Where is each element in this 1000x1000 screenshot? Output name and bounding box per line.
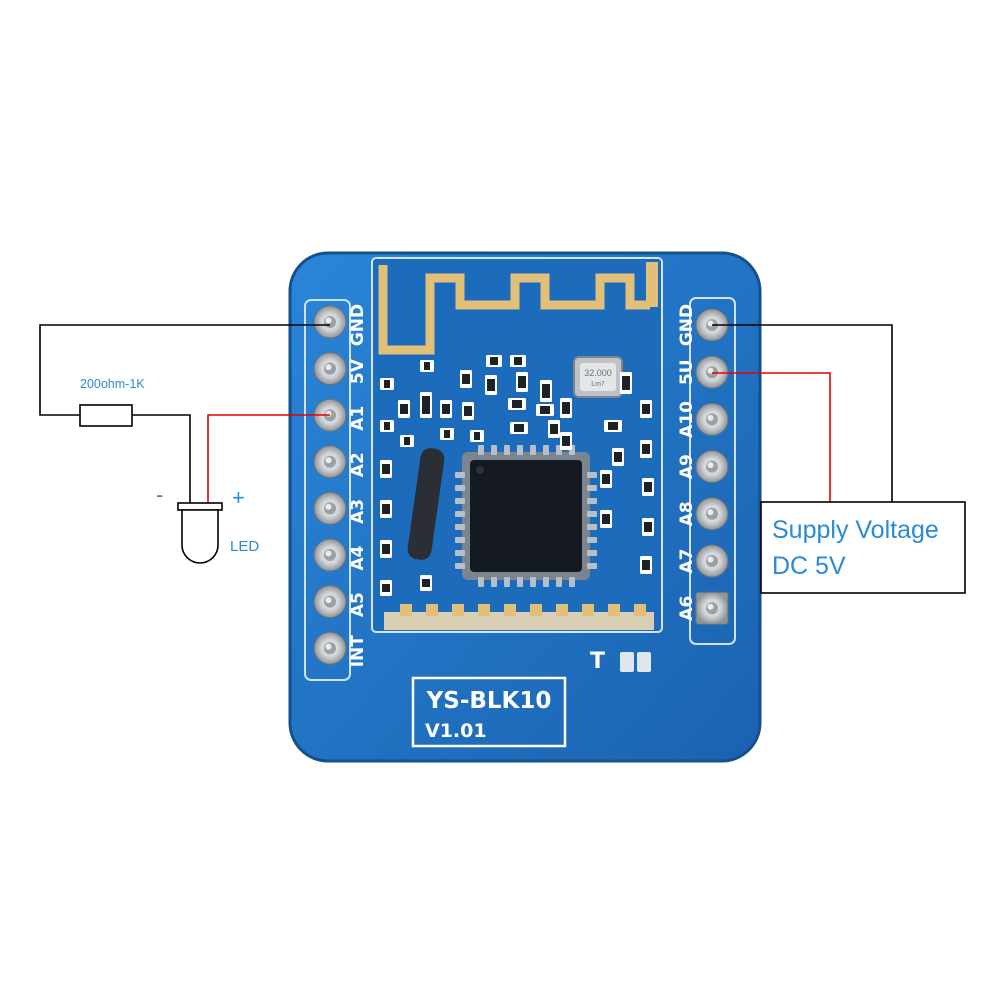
header-pad [695, 591, 729, 625]
pin-label: 5V [348, 358, 368, 384]
led-minus-label: - [156, 482, 163, 507]
resistor-to-led-wire [132, 414, 191, 503]
header-pad [313, 445, 347, 479]
header-pad [313, 538, 347, 572]
pin-label: A6 [677, 596, 697, 621]
header-pad [313, 631, 347, 665]
right-header-outline [689, 297, 736, 645]
resistor-symbol [79, 404, 133, 427]
module-bottom-strip [384, 612, 654, 630]
pcb-board: 32.000 Lm7 T YS-BLK10 V1.01 GND5VA1A2A3A… [288, 251, 762, 763]
pin-label: A9 [677, 454, 697, 479]
antenna-pad [646, 262, 658, 307]
main-chip [462, 452, 590, 580]
pin-label: A2 [348, 452, 368, 477]
pin-label: A3 [348, 499, 368, 524]
t-jumper-pad-right [637, 652, 651, 672]
header-pad [313, 305, 347, 339]
model-label-box [411, 676, 567, 748]
pin-label: GND [348, 304, 368, 346]
5v-supply-wire [712, 372, 831, 502]
supply-line2: DC 5V [772, 552, 846, 580]
supply-box [760, 501, 966, 594]
header-pad [695, 544, 729, 578]
left-header-outline [304, 299, 351, 681]
crystal-label: 32.000 [584, 368, 612, 378]
board-model-label: YS-BLK10 [426, 688, 552, 714]
header-pad [313, 585, 347, 619]
led-plus-label: + [232, 485, 245, 510]
pin-label: A4 [348, 545, 368, 570]
crystal-sublabel: Lm7 [591, 381, 605, 388]
pin-label: 5U [677, 359, 697, 385]
inductor-component [407, 448, 445, 560]
t-jumper-pad-left [620, 652, 634, 672]
header-pad [313, 352, 347, 386]
pin-label: A8 [677, 501, 697, 526]
header-pad [695, 497, 729, 531]
pin-label: A10 [677, 401, 697, 438]
crystal-component: 32.000 Lm7 [573, 356, 623, 398]
pin-label: A7 [677, 549, 697, 574]
left-pin-header [313, 305, 347, 665]
led-symbol [177, 502, 223, 564]
supply-line1: Supply Voltage [772, 516, 939, 544]
header-pad [695, 450, 729, 484]
header-pad [695, 402, 729, 436]
chip-pins [455, 445, 597, 587]
resistor-label: 200ohm-1K [80, 377, 145, 391]
led-label: LED [230, 538, 259, 555]
pin-label: GND [677, 304, 697, 346]
pin-label: A5 [348, 592, 368, 617]
gnd-wire-right [712, 324, 893, 502]
signal-wires [207, 372, 831, 503]
board-version-label: V1.01 [425, 720, 487, 742]
pin-label: INT [348, 635, 368, 668]
gnd-wire-left [39, 324, 330, 416]
ground-wires [39, 324, 893, 503]
passive-components [380, 355, 654, 616]
t-jumper-label: T [590, 649, 605, 674]
a1-to-led-wire [207, 414, 330, 503]
header-pad [313, 491, 347, 525]
pin-label: A1 [348, 406, 368, 431]
antenna-trace [378, 265, 650, 355]
